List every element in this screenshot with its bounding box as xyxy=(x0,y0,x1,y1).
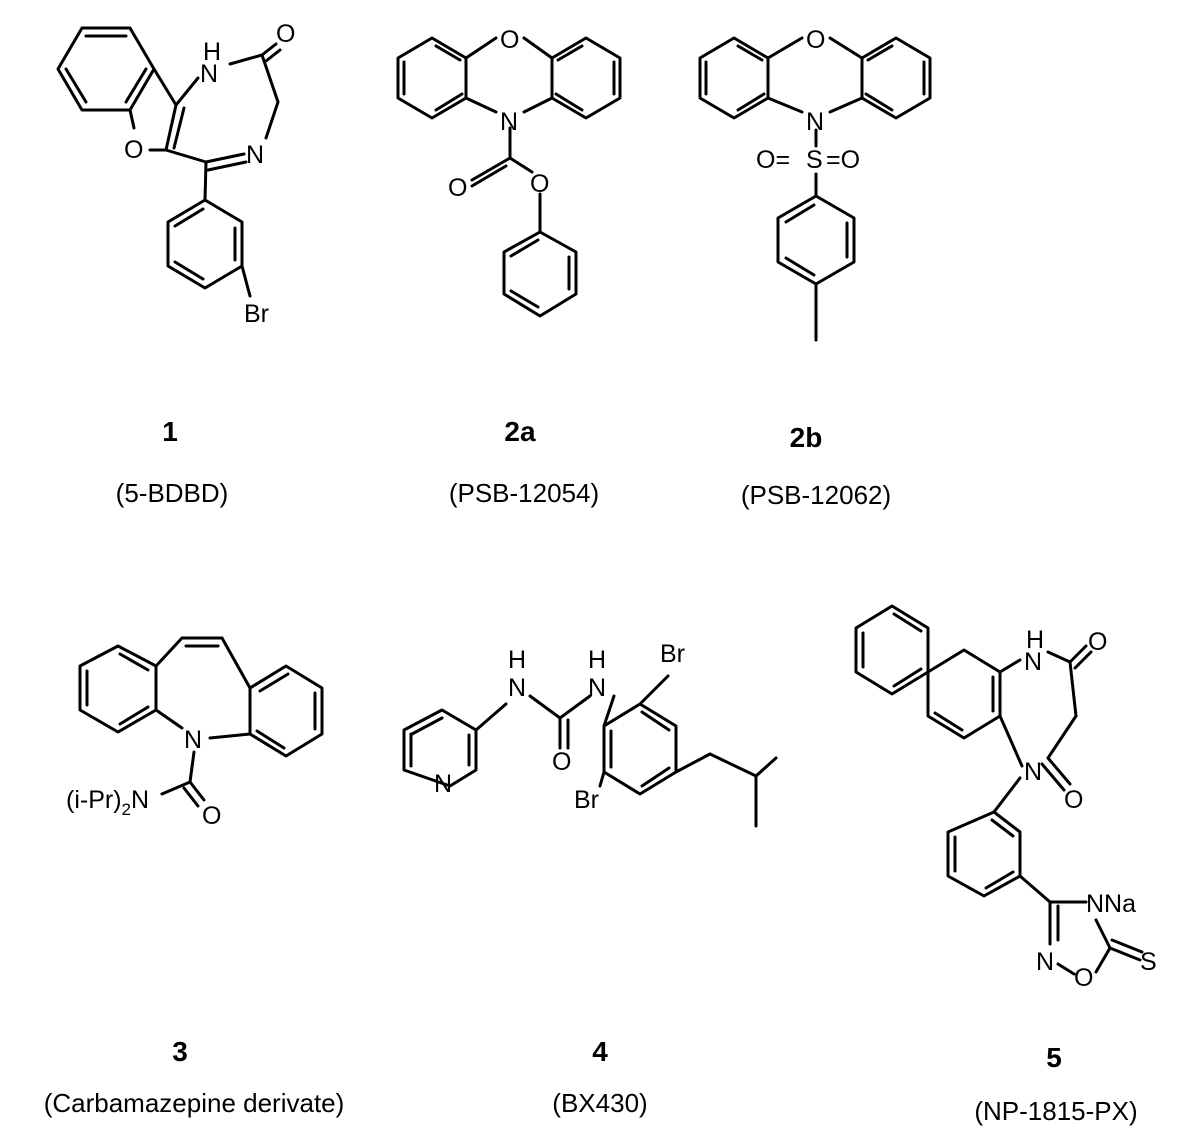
c5-N-oxadiazole-label: N xyxy=(1036,948,1054,976)
compound-2b-structure: O N O= S =O xyxy=(698,26,932,342)
c3-amine-left: (i-Pr) xyxy=(66,786,122,814)
c3-N-label: N xyxy=(184,726,202,754)
c2a-O-ester-label: O xyxy=(530,170,549,198)
c5-O2-label: O xyxy=(1064,786,1083,814)
c5-O-oxadiazole-label: O xyxy=(1074,964,1093,992)
c1-N-imine-label: N xyxy=(246,141,264,169)
compound-5-structure: H N O N O NNa N O S xyxy=(854,604,1157,992)
c4-H2-label: H xyxy=(588,646,606,674)
c2b-O-right-label: =O xyxy=(826,146,860,174)
compound-2b-number: 2b xyxy=(789,422,823,453)
c1-O-carbonyl-label: O xyxy=(276,20,295,48)
compound-1-number: 1 xyxy=(162,416,178,447)
c4-Br-bottom-label: Br xyxy=(574,786,599,814)
c2b-N-label: N xyxy=(806,108,824,136)
compound-2b-name: (PSB-12062) xyxy=(740,480,892,510)
c3-amine-subscript: 2 xyxy=(122,800,131,819)
compound-2a-structure: O N O O xyxy=(396,26,622,318)
c5-O1-label: O xyxy=(1088,628,1107,656)
c1-Br-label: Br xyxy=(244,300,269,328)
c4-H1-label: H xyxy=(508,646,526,674)
c2b-O-ring-label: O xyxy=(806,26,825,54)
c4-N2-label: N xyxy=(588,674,606,702)
compound-1-name: (5-BDBD) xyxy=(115,478,229,508)
c5-N2-label: N xyxy=(1024,758,1042,786)
c4-N1-label: N xyxy=(508,674,526,702)
compound-5-number: 5 xyxy=(1046,1042,1062,1073)
compound-3-number: 3 xyxy=(172,1036,188,1067)
c4-Br-top-label: Br xyxy=(660,640,685,668)
c2a-O-ring-label: O xyxy=(500,26,519,54)
c3-O-label: O xyxy=(202,802,221,830)
c4-O-label: O xyxy=(552,748,571,776)
compound-4-number: 4 xyxy=(592,1036,608,1067)
c3-amine-label: (i-Pr)2N xyxy=(66,786,149,819)
c3-amine-right: N xyxy=(131,786,149,814)
compound-2a-name: (PSB-12054) xyxy=(448,478,600,508)
compound-1-structure: H N O N O Br xyxy=(56,20,295,328)
c2a-O-carbonyl-label: O xyxy=(448,174,467,202)
compound-3-structure: N (i-Pr)2N O xyxy=(66,636,324,830)
c2b-O-left-label: O= xyxy=(756,146,790,174)
c4-N-pyridine-label: N xyxy=(434,770,452,798)
compound-2a-number: 2a xyxy=(504,416,536,447)
compound-3-name: (Carbamazepine derivate) xyxy=(43,1088,345,1118)
compound-4-name: (BX430) xyxy=(552,1088,648,1118)
c1-N1-label: N xyxy=(200,60,218,88)
c5-NNa-label: NNa xyxy=(1086,890,1136,918)
compound-5-name: (NP-1815-PX) xyxy=(974,1096,1138,1126)
compound-4-structure: H N H N O N Br Br xyxy=(402,640,778,828)
c2b-S-label: S xyxy=(806,146,823,174)
c1-O-furan-label: O xyxy=(124,136,143,164)
c1-H-label: H xyxy=(203,38,221,66)
c5-S-label: S xyxy=(1140,948,1157,976)
c2a-N-label: N xyxy=(500,108,518,136)
c5-N1-label: N xyxy=(1024,648,1042,676)
c5-H-label: H xyxy=(1026,626,1044,654)
